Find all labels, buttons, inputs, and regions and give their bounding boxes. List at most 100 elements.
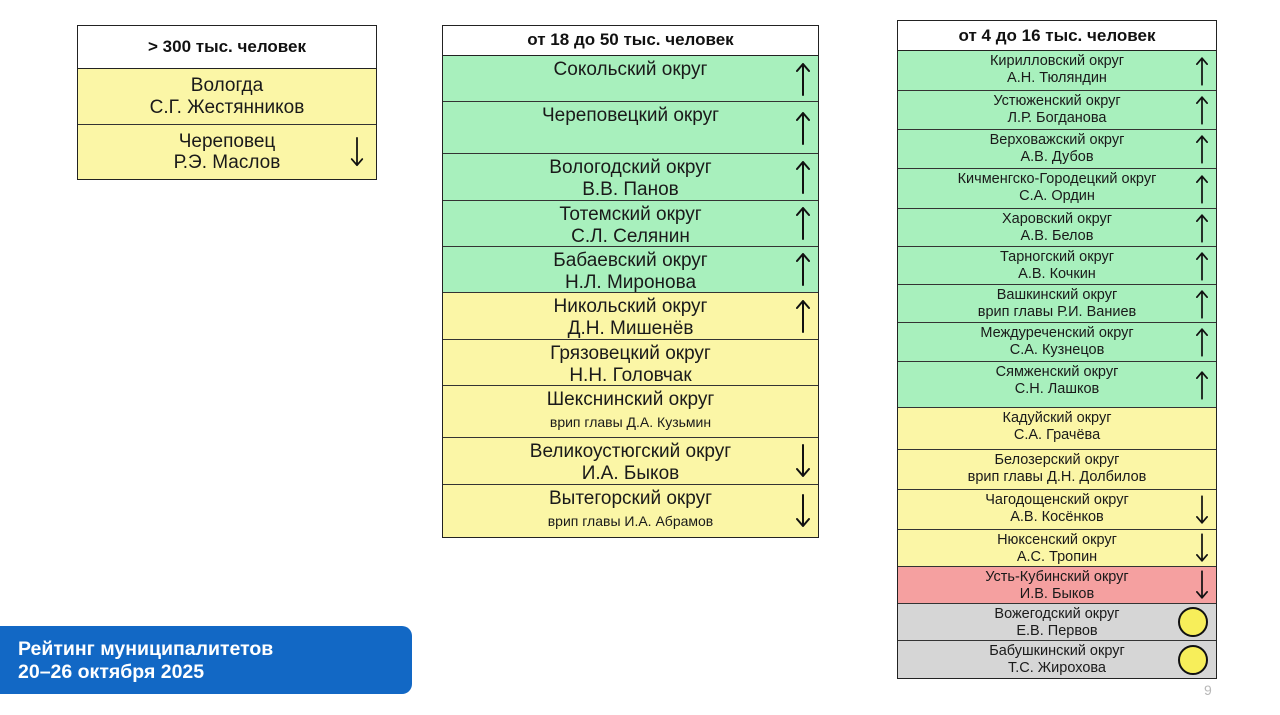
yellow-circle-icon	[1178, 644, 1208, 675]
district-name: Бабаевский округ	[553, 249, 708, 271]
arrow-up-icon	[1196, 289, 1208, 319]
rating-title-badge: Рейтинг муниципалитетов 20–26 октября 20…	[0, 626, 412, 694]
arrow-up-icon	[1196, 251, 1208, 281]
arrow-up-icon	[796, 253, 810, 287]
page-number: 9	[1204, 682, 1212, 698]
trend-up-indicator	[796, 160, 810, 194]
trend-up-indicator	[1196, 289, 1208, 319]
district-head: С.Л. Селянин	[571, 225, 690, 247]
district-head: С.Г. Жестянников	[149, 96, 305, 118]
district-head: С.А. Кузнецов	[1009, 341, 1105, 358]
district-head: Н.Н. Головчак	[569, 364, 692, 386]
arrow-up-icon	[1196, 96, 1208, 125]
district-name: Кирилловский округ	[989, 53, 1125, 69]
trend-up-indicator	[796, 299, 810, 333]
arrow-up-icon	[1196, 135, 1208, 164]
trend-up-indicator	[796, 62, 810, 96]
arrow-up-icon	[1196, 213, 1208, 243]
district-name: Вологодский округ	[549, 156, 712, 178]
arrow-up-icon	[1196, 56, 1208, 86]
district-name: Тарногский округ	[999, 249, 1115, 265]
trend-down-indicator	[350, 136, 364, 167]
district-head: А.С. Тропин	[1016, 548, 1098, 565]
group-18-50k-table: от 18 до 50 тыс. человек Сокольский окру…	[442, 25, 819, 538]
district-head: В.В. Панов	[582, 178, 679, 200]
district-head: Т.С. Жирохова	[1007, 659, 1107, 676]
arrow-up-icon	[1196, 370, 1208, 400]
district-head: Р.Э. Маслов	[173, 152, 281, 174]
district-name: Грязовецкий округ	[550, 342, 711, 364]
district-name: Череповецкий округ	[541, 105, 720, 127]
table-row: Череповецкий округ	[443, 102, 818, 154]
yellow-circle-icon	[1178, 607, 1208, 637]
arrow-down-icon	[1196, 494, 1208, 524]
district-head: Л.Р. Богданова	[1007, 109, 1107, 126]
district-name: Междуреченский округ	[980, 325, 1134, 341]
arrow-up-icon	[1196, 174, 1208, 204]
arrow-up-icon	[1196, 328, 1208, 357]
table-header: > 300 тыс. человек	[78, 26, 376, 69]
trend-down-indicator	[1196, 570, 1208, 600]
trend-up-indicator	[796, 111, 810, 145]
badge-date: 20–26 октября 2025	[18, 661, 205, 684]
trend-up-indicator	[1196, 174, 1208, 204]
district-head: И.В. Быков	[1019, 585, 1095, 602]
arrow-down-icon	[1196, 570, 1208, 599]
district-name: Великоустюгский округ	[529, 441, 732, 463]
trend-down-indicator	[1196, 533, 1208, 563]
table-header: от 4 до 16 тыс. человек	[898, 21, 1216, 51]
arrow-up-icon	[796, 111, 810, 145]
trend-up-indicator	[1196, 327, 1208, 357]
trend-up-indicator	[796, 252, 810, 287]
badge-title: Рейтинг муниципалитетов	[18, 638, 274, 660]
trend-up-indicator	[1196, 134, 1208, 164]
district-name: Чагодощенский округ	[985, 492, 1129, 508]
district-head: А.В. Кочкин	[1018, 265, 1096, 282]
arrow-up-icon	[796, 207, 810, 241]
arrow-down-icon	[350, 136, 364, 166]
district-head: Н.Л. Миронова	[564, 271, 697, 293]
district-head: А.Н. Тюляндин	[1007, 69, 1107, 86]
district-name: Вологда	[190, 75, 264, 96]
district-name: Сямженский округ	[995, 364, 1119, 380]
district-head: А.В. Дубов	[1020, 148, 1094, 165]
table-header: от 18 до 50 тыс. человек	[443, 26, 818, 56]
district-name: Белозерский округ	[994, 452, 1120, 468]
district-name: Вожегодский округ	[994, 606, 1120, 622]
district-name: Бабушкинский округ	[989, 643, 1125, 659]
district-head: А.В. Косёнков	[1010, 508, 1104, 525]
arrow-down-icon	[796, 444, 810, 478]
district-name: Кадуйский округ	[1002, 410, 1112, 426]
arrow-down-icon	[1196, 533, 1208, 562]
trend-down-indicator	[796, 494, 810, 528]
arrow-down-icon	[796, 494, 810, 528]
district-head: врип главы Р.И. Ваниев	[977, 303, 1137, 320]
trend-down-indicator	[796, 444, 810, 478]
district-head: врип главы Д.А. Кузьмин	[549, 413, 712, 430]
district-head: С.А. Ордин	[1019, 187, 1095, 204]
district-name: Нюксенский округ	[997, 532, 1117, 548]
district-name: Усть-Кубинский округ	[985, 569, 1129, 585]
trend-up-indicator	[1196, 95, 1208, 125]
district-name: Никольский округ	[553, 295, 708, 317]
trend-up-indicator	[796, 206, 810, 241]
arrow-up-icon	[796, 62, 810, 96]
